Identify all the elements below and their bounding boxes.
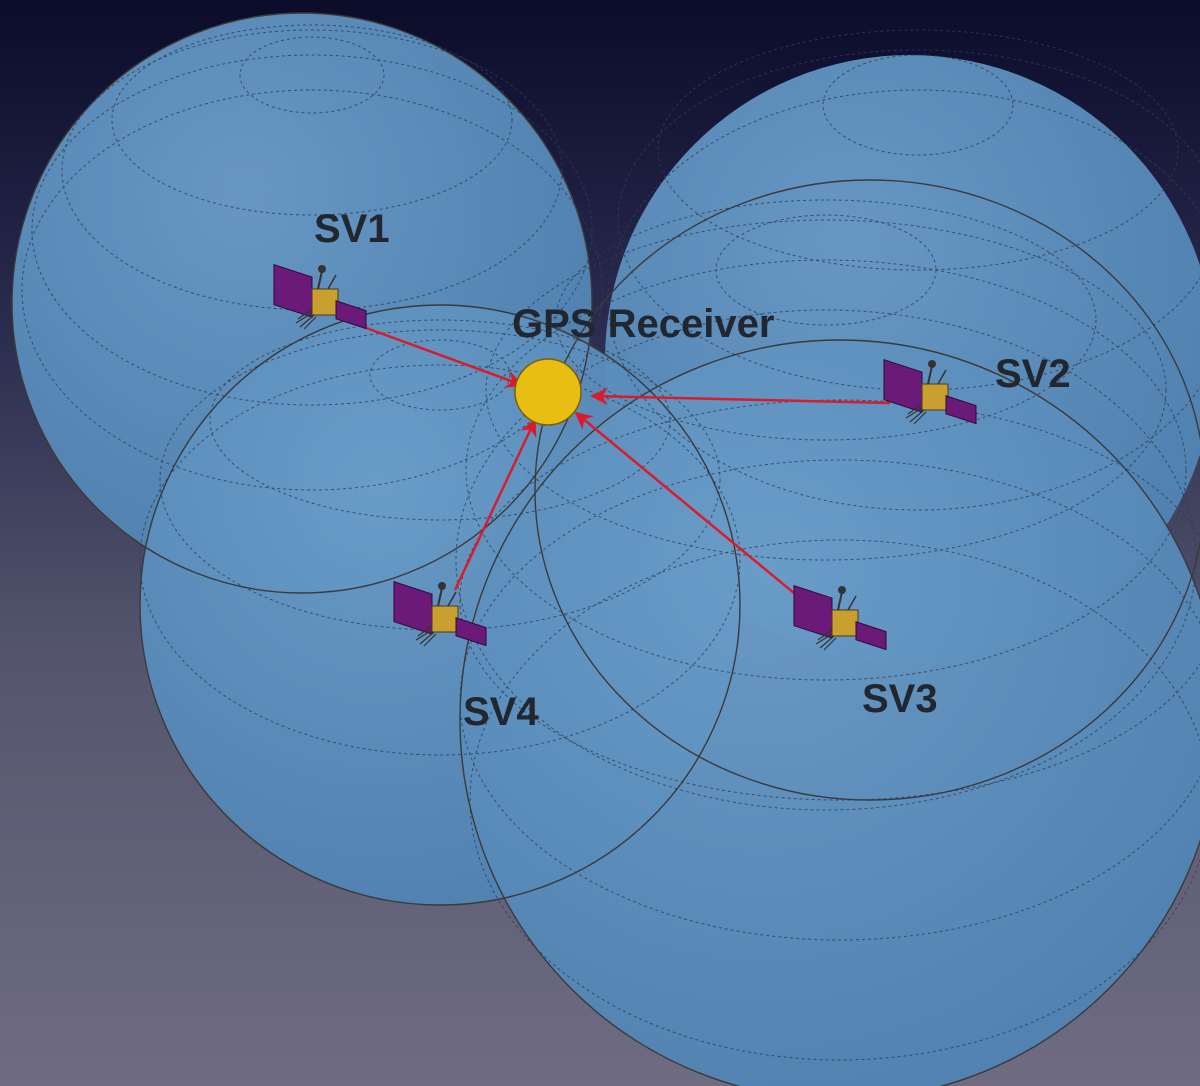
sv4-label: SV4: [463, 690, 539, 734]
sv1-label: SV1: [314, 207, 390, 251]
gps-receiver-dot: [514, 358, 582, 426]
sphere-group: [11, 12, 1200, 1086]
sv2-sphere: [460, 340, 1200, 1086]
sv2-label: SV2: [995, 352, 1071, 396]
sv1-signal-line: [349, 320, 524, 388]
gps-receiver-label: GPS Receiver: [512, 302, 774, 346]
sv3-signal-line: [574, 411, 801, 599]
sv3-label: SV3: [862, 677, 938, 721]
sv2-signal-line: [590, 387, 891, 406]
sv4-signal-line: [453, 418, 537, 591]
signal-lines: [349, 320, 891, 599]
